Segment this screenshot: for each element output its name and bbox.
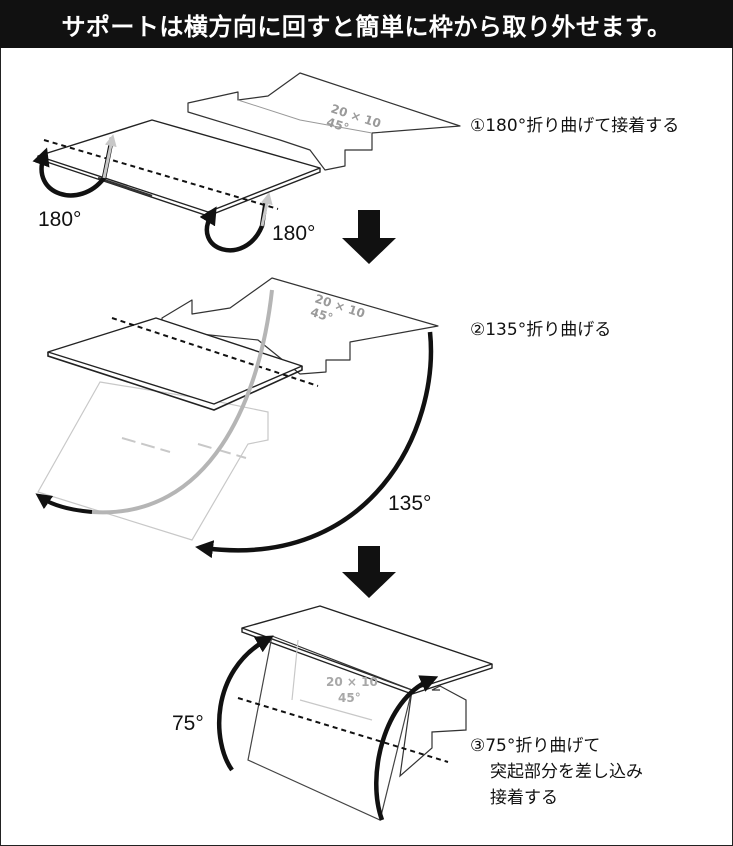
down-arrow-1: [342, 210, 396, 264]
step1-angle-left: 180°: [38, 208, 82, 231]
step1-angle-right: 180°: [272, 222, 316, 245]
step2-ghost-arrow: [35, 493, 93, 514]
step1-fold-arrow-left: [32, 137, 115, 198]
svg-text:45°: 45°: [338, 691, 361, 705]
step2-angle: 135°: [388, 492, 432, 515]
down-arrow-2: [342, 546, 396, 598]
step3-illustration: 20 × 10 45°: [216, 605, 493, 821]
step2-instruction: ②135°折り曲げる: [470, 320, 612, 340]
page-title: サポートは横方向に回すと簡単に枠から取り外せます。: [0, 0, 733, 48]
step3-fold-arrow-right: [374, 675, 439, 821]
step2-illustration: 20 × 10 45°: [35, 277, 439, 559]
step3-panel-label: 20 × 10 45°: [326, 675, 378, 705]
step3-fold-line: [237, 697, 449, 763]
svg-text:45°: 45°: [309, 305, 335, 325]
step1-instruction: ①180°折り曲げて接着する: [470, 116, 680, 136]
step2-tab-panel: [161, 277, 439, 375]
svg-text:45°: 45°: [325, 115, 351, 135]
step3-instruction-line3: 接着する: [490, 788, 558, 808]
step3-fold-arrow-left: [216, 635, 274, 772]
step3-angle: 75°: [172, 712, 204, 735]
step2-fold-line: [111, 317, 319, 387]
step3-instruction-line2: 突起部分を差し込み: [490, 762, 643, 782]
step1-tab-panel: [187, 72, 461, 171]
svg-text:20 × 10: 20 × 10: [326, 675, 378, 689]
step1-fold-line: [43, 139, 279, 210]
step3-instruction-line1: ③75°折り曲げて: [470, 736, 601, 756]
step1-illustration: 20 × 10 45°: [32, 72, 461, 253]
step2-ghost-panel: [37, 381, 269, 541]
step2-fold-arrow: [195, 331, 434, 559]
step1-fold-arrow-right: [199, 199, 269, 253]
